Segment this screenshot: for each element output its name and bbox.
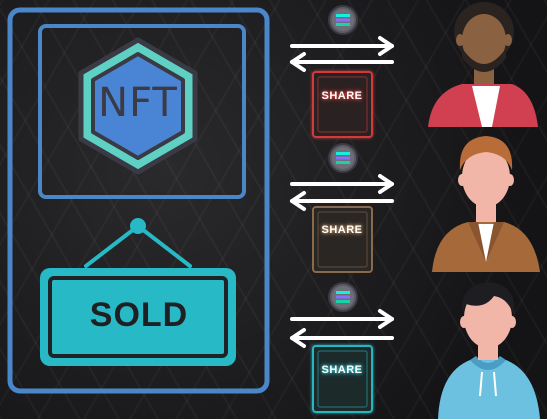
nft-badge-label: NFT xyxy=(98,80,178,126)
share-card-1 xyxy=(312,71,373,138)
arrow-left-icon xyxy=(290,191,394,211)
nft-hexagon-icon xyxy=(78,37,198,175)
arrow-left-icon xyxy=(290,52,394,72)
arrow-left-icon xyxy=(290,328,394,348)
solana-coin-icon xyxy=(328,143,358,173)
sign-hanger xyxy=(84,218,192,268)
share-card-label: SHARE xyxy=(321,364,363,376)
solana-coin-icon xyxy=(328,282,358,312)
share-card-label: SHARE xyxy=(321,224,363,236)
arrow-right-icon xyxy=(290,36,394,56)
sold-sign-label: SOLD xyxy=(89,296,189,334)
nft-frame xyxy=(7,7,270,394)
nft-badge-frame xyxy=(38,24,246,199)
solana-coin-icon xyxy=(328,5,358,35)
share-card-label: SHARE xyxy=(321,90,363,102)
share-card-2 xyxy=(312,206,373,273)
exchange-arrows-2 xyxy=(290,174,394,211)
share-card-3 xyxy=(312,345,373,413)
person-avatar-icon xyxy=(438,282,540,419)
exchange-arrows-3 xyxy=(290,309,394,348)
arrow-right-icon xyxy=(290,309,394,329)
arrow-right-icon xyxy=(290,174,394,194)
person-avatar-icon xyxy=(428,2,538,127)
exchange-arrows-1 xyxy=(290,36,394,72)
sold-sign xyxy=(40,268,236,366)
person-avatar-icon xyxy=(432,136,540,272)
